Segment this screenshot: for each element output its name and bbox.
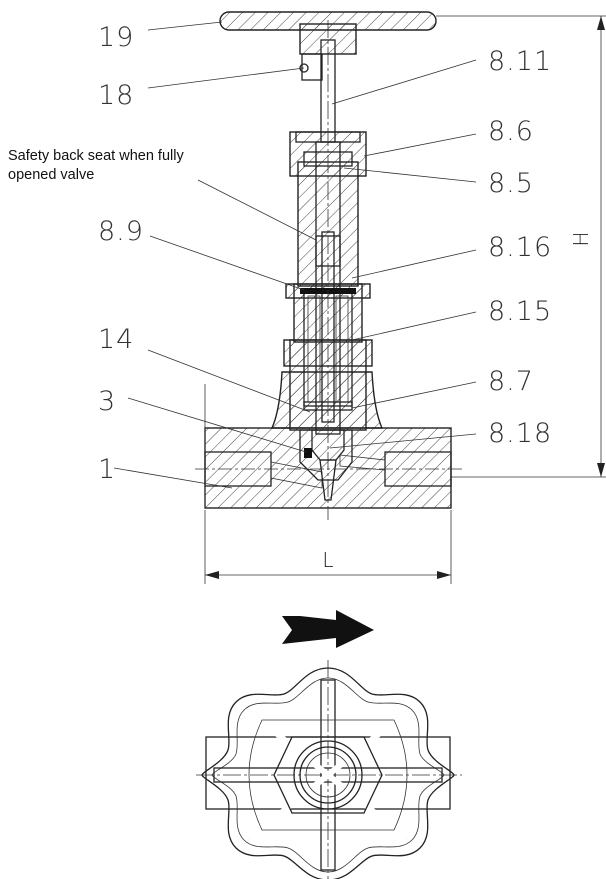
handwheel-side-view <box>219 11 437 81</box>
dimension-height-label: H <box>569 231 593 246</box>
dimension-lines <box>204 15 606 584</box>
leader-lines <box>113 21 477 489</box>
callout-14: 14 <box>98 324 134 355</box>
callout-19: 19 <box>98 22 134 53</box>
note-line-2: opened valve <box>8 167 94 183</box>
callout-8-7: 8.7 <box>488 366 534 397</box>
callout-3: 3 <box>98 386 116 417</box>
callout-8-9: 8.9 <box>98 216 144 247</box>
callout-1: 1 <box>98 454 116 485</box>
dimension-length-label: L <box>322 548 333 572</box>
callout-8-11: 8.11 <box>488 46 552 77</box>
callout-8-15: 8.15 <box>488 296 552 327</box>
callout-8-6: 8.6 <box>488 116 534 147</box>
note-line-1: Safety back seat when fully <box>8 148 184 164</box>
flow-direction-arrow-icon <box>282 610 374 648</box>
bonnet-assembly <box>283 20 373 520</box>
callout-8-18: 8.18 <box>488 418 552 449</box>
handwheel-top-view <box>196 660 462 879</box>
callout-8-5: 8.5 <box>488 168 534 199</box>
callout-18: 18 <box>98 80 134 111</box>
callout-8-16: 8.16 <box>488 232 552 263</box>
